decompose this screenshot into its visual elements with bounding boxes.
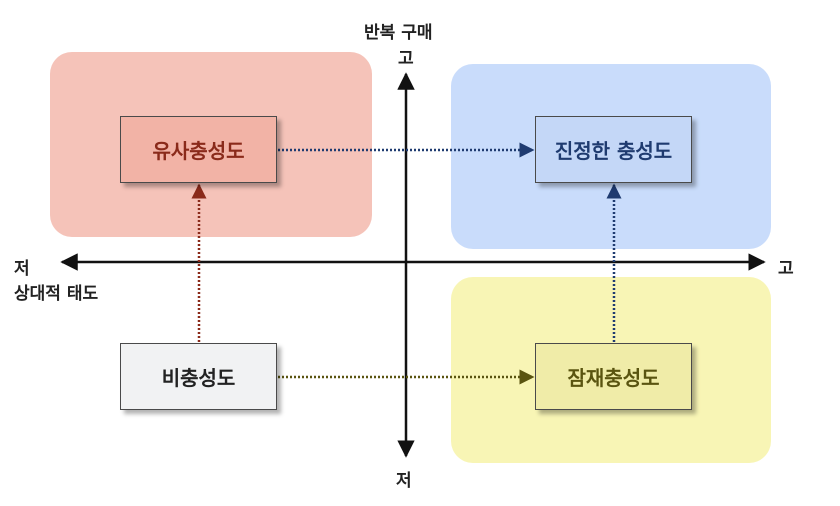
x-axis-high-label: 고 [778, 259, 794, 279]
pseudo-loyalty-box: 유사충성도 [120, 116, 277, 183]
latent-loyalty-box: 잠재충성도 [535, 343, 692, 410]
y-axis-high-label: 고 [398, 49, 414, 69]
true-loyalty-box: 진정한 충성도 [535, 116, 692, 183]
x-axis-low-label: 저 [14, 259, 30, 279]
y-axis-title: 반복 구매 [364, 23, 433, 43]
no-loyalty-box: 비충성도 [120, 343, 277, 410]
x-axis-title: 상대적 태도 [14, 284, 99, 304]
y-axis-low-label: 저 [396, 471, 412, 491]
